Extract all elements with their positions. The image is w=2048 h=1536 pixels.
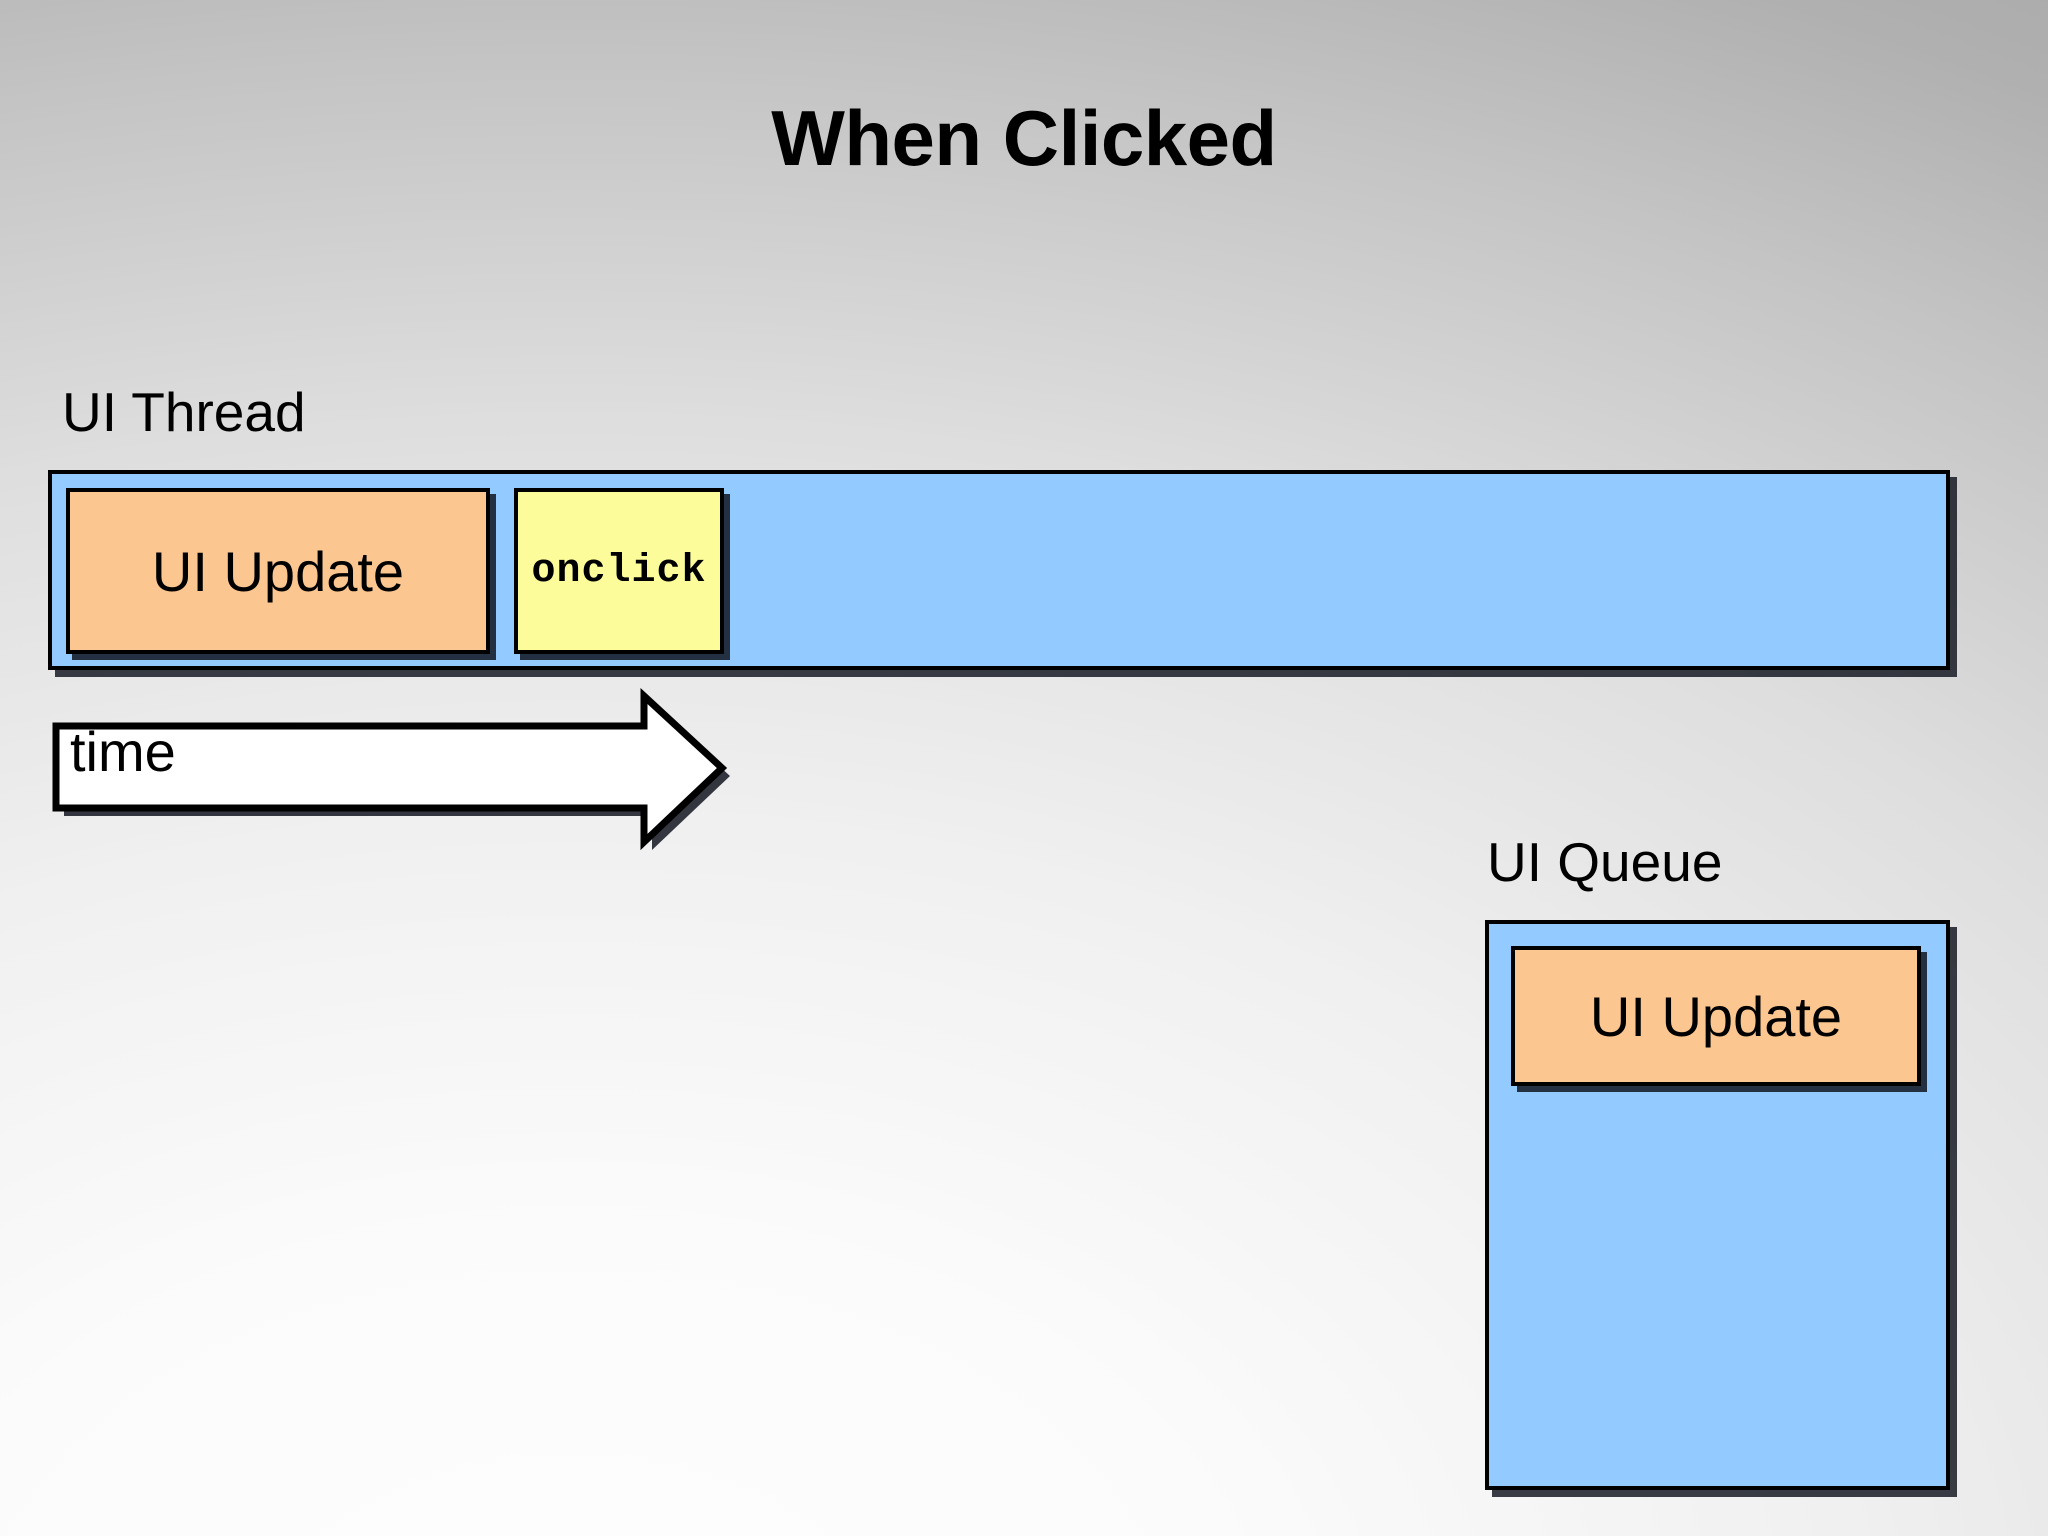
task-box-onclick-handler: onclick — [514, 488, 724, 654]
ui-thread-label: UI Thread — [62, 381, 306, 443]
task-box-ui-update-running-label: UI Update — [151, 539, 405, 603]
task-box-onclick-handler-label: onclick — [531, 548, 707, 594]
page-title: When Clicked — [771, 94, 1277, 182]
ui-queue-label: UI Queue — [1487, 831, 1723, 893]
ui-queue-container: UI Update — [1485, 920, 1950, 1490]
time-arrow-body — [52, 688, 728, 851]
ui-thread-timeline-bar: UI Update onclick — [48, 470, 1950, 670]
task-box-ui-update-running: UI Update — [66, 488, 490, 654]
time-arrow-label: time — [70, 720, 176, 783]
queue-item-ui-update: UI Update — [1511, 946, 1921, 1086]
time-arrow-shape — [52, 688, 730, 851]
queue-item-ui-update-label: UI Update — [1589, 984, 1843, 1048]
time-arrow: time — [44, 682, 734, 852]
